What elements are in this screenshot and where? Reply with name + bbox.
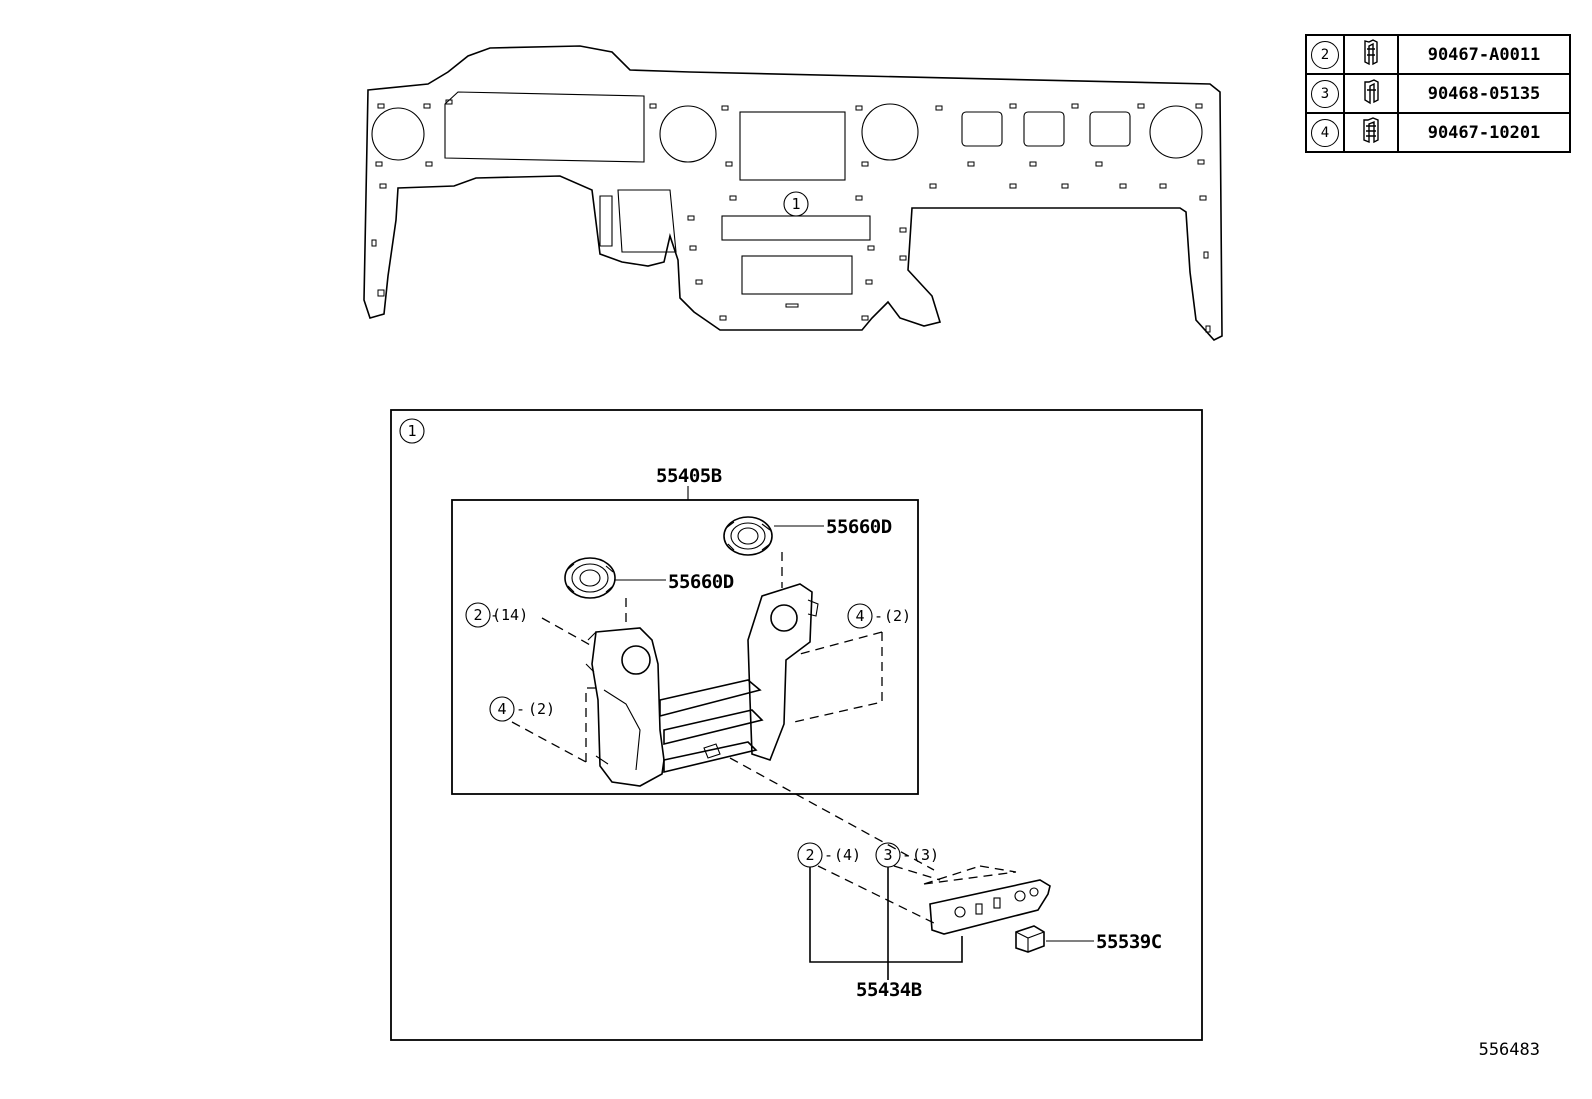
switch-cap-part-label: 55539C	[1096, 931, 1162, 953]
legend-ref: 4	[1311, 118, 1339, 147]
assembly-part-label: 55405B	[656, 465, 722, 487]
assembly-box	[451, 499, 919, 795]
air-vent-lower	[564, 557, 616, 599]
svg-text:-: -	[516, 700, 525, 718]
svg-text:-: -	[902, 846, 911, 864]
vent-lower-part-label: 55660D	[668, 571, 734, 593]
switch-base-panel	[929, 879, 1051, 935]
legend-row: 4 90467-10201	[1305, 112, 1571, 153]
dashboard-panel-outline	[363, 45, 1223, 341]
clip-icon	[1343, 34, 1399, 75]
svg-text:-: -	[874, 607, 883, 625]
detail-box-ref: 1	[399, 418, 425, 444]
legend-row: 2 90467-A0011	[1305, 34, 1571, 75]
svg-text:(2): (2)	[884, 607, 911, 625]
svg-text:(14): (14)	[492, 606, 528, 624]
cluster-finish-panel	[585, 583, 819, 787]
air-vent-upper	[723, 516, 773, 556]
vent-upper-part-label: 55660D	[826, 516, 892, 538]
legend-part-number: 90467-10201	[1397, 112, 1571, 153]
svg-text:3: 3	[883, 846, 892, 864]
svg-text:-: -	[824, 846, 833, 864]
dash-mounting-tabs	[371, 99, 1211, 333]
legend-ref: 3	[1311, 79, 1339, 108]
switch-cap	[1015, 925, 1045, 953]
svg-text:2: 2	[473, 606, 482, 624]
legend-row: 3 90468-05135	[1305, 73, 1571, 114]
svg-text:4: 4	[497, 700, 506, 718]
svg-text:(2): (2)	[528, 700, 555, 718]
clip-callout-left-upper: 2 (14)	[465, 602, 528, 628]
dash-callout-1: 1	[783, 191, 809, 217]
svg-text:1: 1	[407, 422, 416, 440]
legend-ref: 2	[1311, 40, 1339, 69]
svg-text:4: 4	[855, 607, 864, 625]
callout-number: 1	[791, 195, 800, 213]
svg-text:-: -	[490, 606, 499, 624]
switch-base-part-label: 55434B	[856, 979, 922, 1001]
clip-legend-table: 2 90467-A0011 3 90468-05135 4 90467-1020…	[1305, 34, 1571, 153]
clip-icon	[1343, 112, 1399, 153]
svg-text:(4): (4)	[834, 846, 861, 864]
clip-callout-right: 4 (2)	[847, 603, 911, 629]
legend-part-number: 90468-05135	[1397, 73, 1571, 114]
svg-text:(3): (3)	[912, 846, 939, 864]
detail-box-1	[390, 409, 1203, 1041]
clip-callout-left-lower: 4 (2)	[489, 696, 555, 722]
clip-icon	[1343, 73, 1399, 114]
svg-text:2: 2	[805, 846, 814, 864]
legend-part-number: 90467-A0011	[1397, 34, 1571, 75]
diagram-number: 556483	[1478, 1040, 1540, 1060]
